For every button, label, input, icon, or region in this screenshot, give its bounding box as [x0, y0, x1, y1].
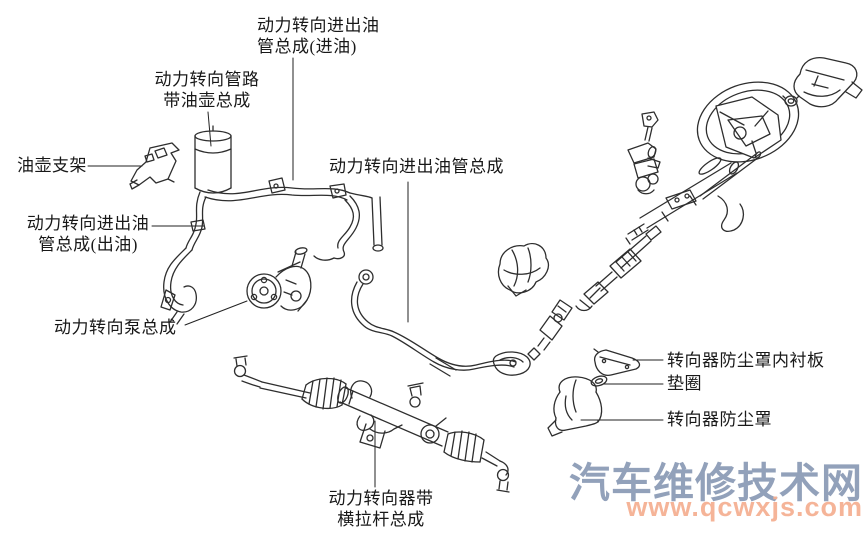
- leader-pump: [184, 300, 248, 326]
- label-outlet-pipe-line2: 管总成(出油): [38, 235, 138, 254]
- steering-column-drawing: [625, 151, 762, 245]
- reservoir-and-hoses-drawing: [160, 125, 384, 325]
- steering-gear-tie-rod-drawing: [233, 355, 510, 493]
- label-inlet-pipe-line2: 管总成(进油): [257, 37, 357, 56]
- airbag-module-drawing: [793, 56, 863, 108]
- label-steering-gear-line1: 动力转向器带: [328, 489, 434, 508]
- label-steering-gear-line2: 横拉杆总成: [337, 510, 425, 529]
- label-mid-pipe: 动力转向进出油管总成: [329, 157, 504, 176]
- label-boot-liner: 转向器防尘罩内衬板: [667, 351, 825, 370]
- steering-wheel-drawing: [696, 81, 800, 163]
- label-reservoir-bracket: 油壶支架: [17, 156, 87, 175]
- label-outlet-pipe-line1: 动力转向进出油: [26, 214, 150, 233]
- label-reservoir-lines-line2: 带油壶总成: [163, 91, 251, 110]
- dust-boot-drawing: [547, 376, 603, 437]
- lower-universal-joint-drawing: [527, 299, 573, 361]
- reservoir-bracket-drawing: [129, 142, 180, 190]
- intermediate-shaft-drawing: [575, 225, 662, 312]
- label-inlet-pipe: 动力转向进出油 管总成(进油): [257, 15, 380, 57]
- power-steering-pump-drawing: [246, 247, 312, 312]
- label-steering-gear: 动力转向器带 横拉杆总成: [322, 488, 440, 530]
- ignition-lock-drawing: [627, 142, 661, 195]
- washer-drawing: [590, 375, 608, 387]
- label-reservoir-lines-line1: 动力转向管路: [154, 70, 260, 89]
- label-dust-boot: 转向器防尘罩: [667, 410, 772, 429]
- label-inlet-pipe-line1: 动力转向进出油: [257, 16, 380, 35]
- label-reservoir-lines: 动力转向管路 带油壶总成: [148, 69, 266, 111]
- label-outlet-pipe: 动力转向进出油 管总成(出油): [22, 213, 154, 255]
- label-washer: 垫圈: [667, 374, 702, 393]
- horn-nut-drawing: [782, 95, 800, 107]
- column-cover-drawing: [497, 243, 550, 297]
- boot-liner-plate-drawing: [593, 348, 641, 376]
- ignition-key-drawing: [641, 111, 659, 142]
- inlet-outlet-pipe-drawing: [350, 269, 531, 377]
- label-pump: 动力转向泵总成: [54, 318, 177, 337]
